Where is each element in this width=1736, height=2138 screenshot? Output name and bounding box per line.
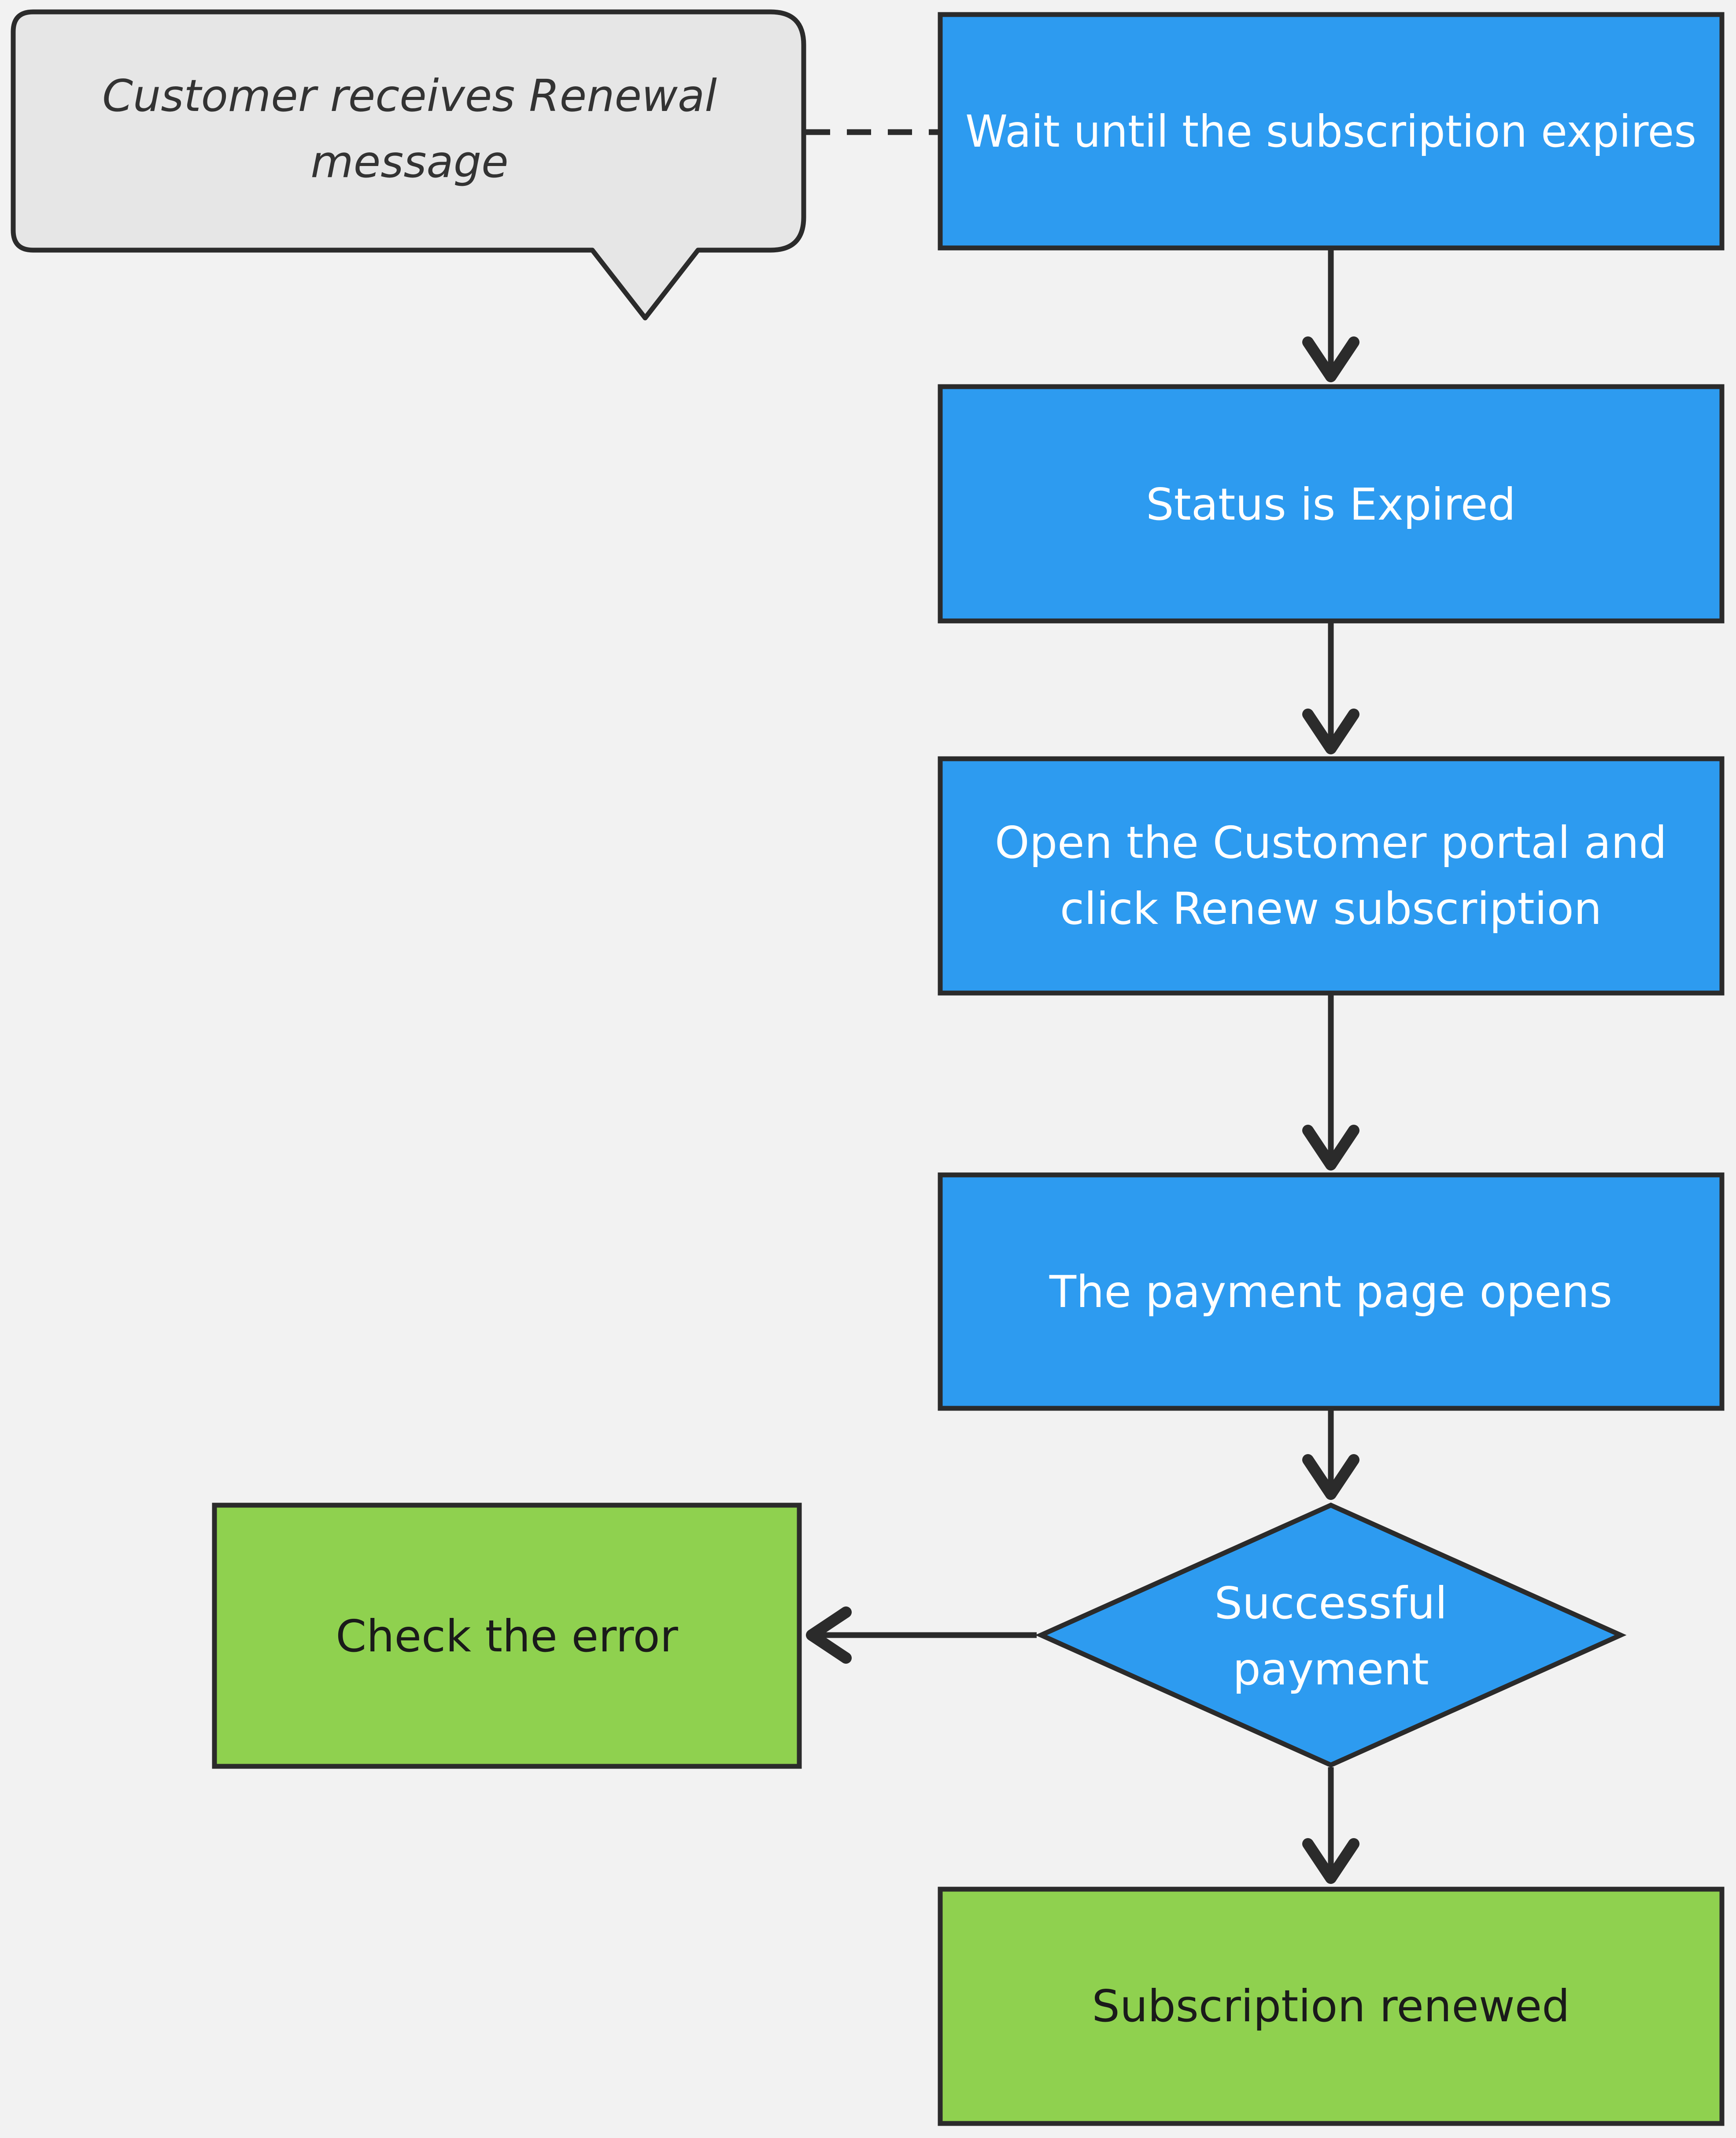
step-box [938,12,1725,251]
outcome-box [212,1503,802,1769]
outcome-check-error: Check the error [212,1503,802,1769]
step-status-expired: Status is Expired [938,384,1725,624]
step-payment-page-opens: The payment page opens [938,1172,1725,1411]
step-label: The payment page opens [1049,1266,1612,1318]
step-open-customer-portal: Open the Customer portal and click Renew… [938,756,1725,996]
decision-label-line1: Successful [1215,1577,1448,1629]
step-label-line2: click Renew subscription [1060,883,1602,934]
outcome-subscription-renewed: Subscription renewed [938,1887,1725,2126]
callout-text-line1: Customer receives Renewal [102,70,717,122]
callout-text-line2: message [310,136,508,188]
outcome-label: Check the error [336,1610,678,1662]
callout-note: Customer receives Renewal message [11,9,806,321]
outcome-box [938,1887,1725,2126]
step-box [938,756,1725,996]
step-label-line1: Open the Customer portal and [995,817,1667,868]
step-wait-until-expires: Wait until the subscription expires [938,12,1725,251]
step-box [938,1172,1725,1411]
decision-diamond [1035,1502,1627,1768]
step-label: Wait until the subscription expires [965,106,1696,157]
callout-bubble [11,9,806,321]
decision-successful-payment: Successful payment [1035,1502,1627,1768]
step-box [938,384,1725,624]
decision-label-line2: payment [1233,1643,1429,1695]
outcome-label: Subscription renewed [1092,1980,1570,2032]
step-label: Status is Expired [1146,479,1516,530]
